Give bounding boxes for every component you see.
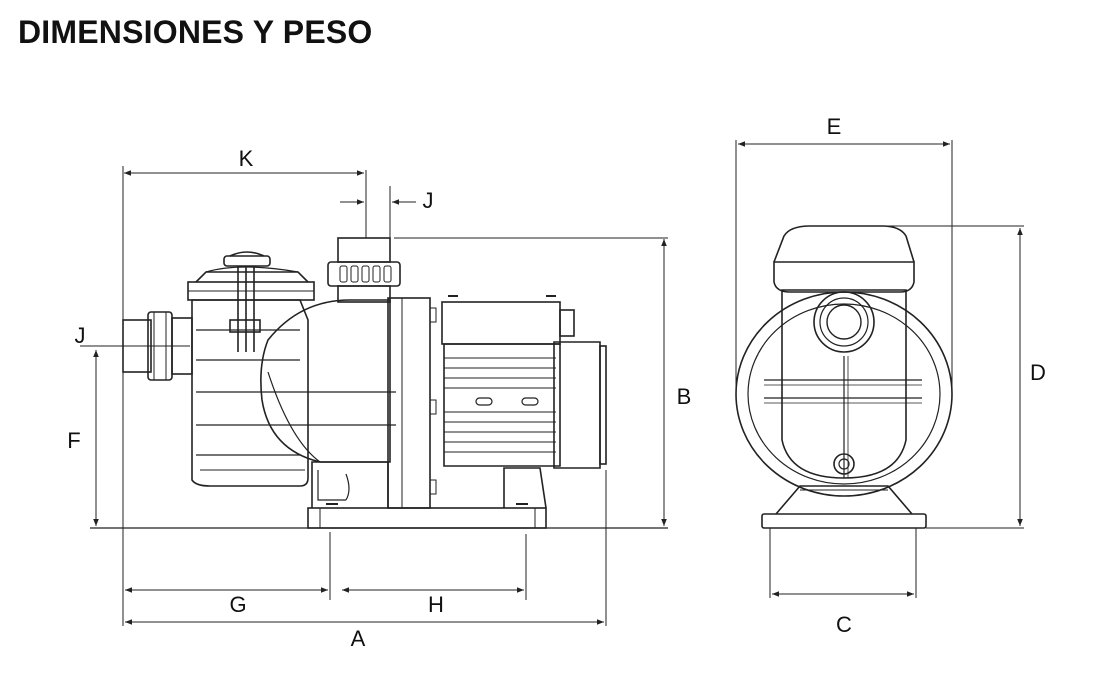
front-dimensions [735,140,1024,598]
front-base-foot [761,513,927,529]
dimension-label-j-top: J [423,188,434,213]
dimension-label-e: E [827,114,842,139]
dimension-label-h: H [428,592,444,617]
front-view [735,225,953,529]
terminal-box [441,301,561,345]
outlet-pipe [337,237,391,263]
dimension-label-k: K [239,146,254,171]
lid-knob [223,255,271,267]
front-prefilter-collar [773,261,915,293]
pump-pedestal-right [503,467,547,509]
motor-flange [387,297,431,509]
dimension-label-f: F [67,428,80,453]
drain-plug [833,453,855,475]
dimension-label-a: A [351,626,366,651]
front-inlet-union [813,291,875,353]
dimension-label-j-left: J [75,323,86,348]
side-view [90,237,668,529]
dimension-label-c: C [836,612,852,637]
dimension-label-g: G [229,592,246,617]
pump-volute [260,299,391,463]
page-title: DIMENSIONES Y PESO [18,14,373,50]
lid-clamp [229,319,261,333]
pump-base-foot [307,507,547,529]
dimension-label-b: B [677,384,692,409]
motor-body [443,343,561,467]
dimension-label-d: D [1030,360,1046,385]
fan-cover [553,341,601,469]
front-prefilter-lid [773,225,915,263]
side-dimensions [80,166,668,626]
pump-pedestal-left [311,461,389,508]
prefilter-basket [191,299,309,487]
front-base-pedestal [775,485,913,515]
